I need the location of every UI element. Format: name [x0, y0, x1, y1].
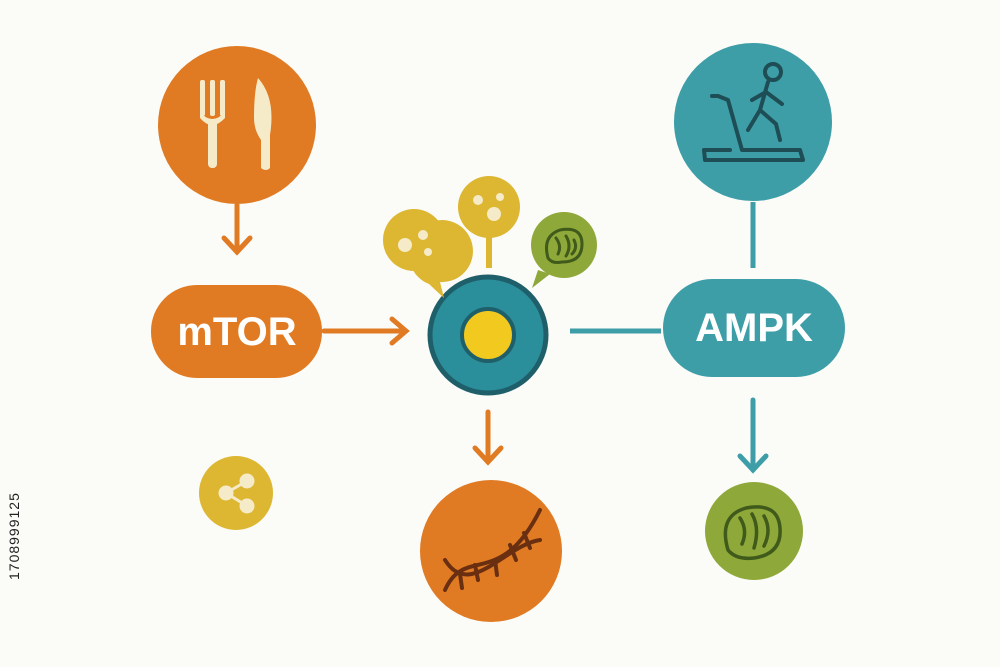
cell-icon [427, 274, 549, 396]
nutrition-to-mtor-arrow [221, 202, 253, 256]
share-node [199, 456, 273, 530]
treadmill-runner-icon [702, 62, 805, 162]
mtor-label: mTOR [177, 310, 296, 354]
exercise-node [674, 43, 832, 201]
mtor-to-cell-arrow [321, 316, 410, 346]
side-id-text: 1708999125 [6, 492, 22, 580]
mtor-node: mTOR [151, 285, 322, 378]
mitochondria-icon-large [723, 505, 782, 561]
ampk-label: AMPK [695, 306, 813, 350]
mitochondria-node [705, 482, 803, 580]
vesicle-icon-left [383, 209, 473, 298]
nutrition-node [158, 46, 316, 204]
dna-node [420, 480, 562, 622]
mitochondria-bubble [531, 212, 597, 288]
mitochondria-icon [545, 227, 584, 264]
cell-to-dna-arrow [472, 409, 504, 466]
share-icon [218, 473, 255, 514]
fork-knife-icon [200, 78, 272, 170]
ampk-node: AMPK [663, 279, 845, 377]
dna-icon [443, 508, 542, 592]
vesicle-icon-top [458, 176, 520, 268]
ampk-to-mitochondria-arrow [737, 397, 769, 474]
